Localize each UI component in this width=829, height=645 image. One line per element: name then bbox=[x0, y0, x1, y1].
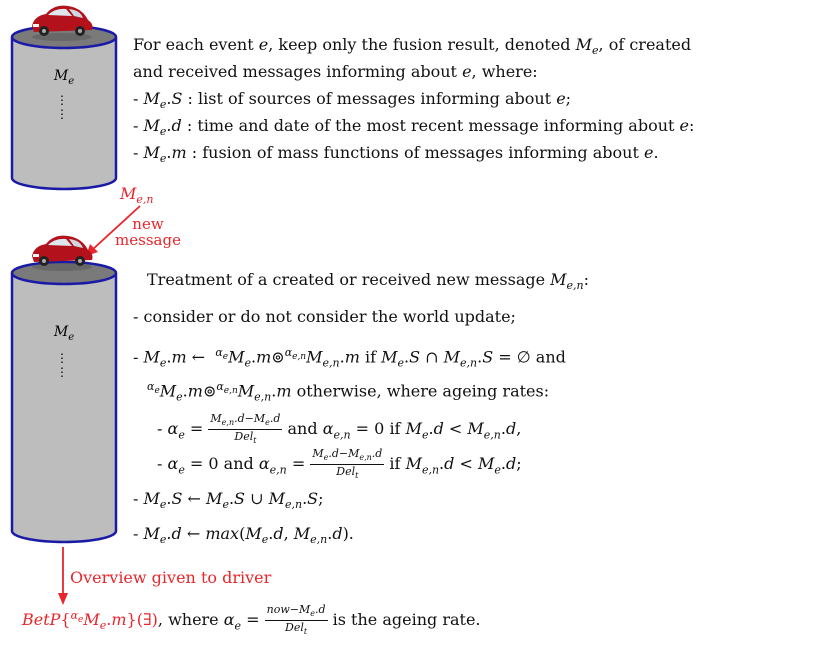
svg-text:⋮: ⋮ bbox=[56, 351, 68, 365]
block2-title: Treatment of a created or received new m… bbox=[147, 270, 590, 293]
block2-item-4: - αe = Me,n.d−Me.d Delt and αe,n = 0 if … bbox=[157, 412, 522, 446]
output-formula: BetP{αeMe.m}(∃), where αe = now−Me.d Del… bbox=[22, 603, 481, 637]
block2-item-7: - Me.d ← max(Me.d, Me,n.d). bbox=[133, 524, 354, 547]
block1-line-2: and received messages informing about e,… bbox=[133, 62, 538, 81]
block2-item-1: - consider or do not consider the world … bbox=[133, 307, 516, 326]
block2-item-3: αeMe.m⊚αe,nMe,n.m otherwise, where agein… bbox=[147, 380, 550, 404]
block1-line-3: - Me.S : list of sources of messages inf… bbox=[133, 89, 572, 112]
output-arrow-label: Overview given to driver bbox=[70, 568, 272, 587]
block2-item-6: - Me.S ← Me.S ∪ Me,n.S; bbox=[133, 489, 324, 512]
block1-line-1: For each event e, keep only the fusion r… bbox=[133, 35, 692, 58]
vertical-dots: ⋮ bbox=[56, 93, 68, 107]
block2-item-5: - αe = 0 and αe,n = Me.d−Me,n.d Delt if … bbox=[157, 447, 522, 481]
svg-text:⋮: ⋮ bbox=[56, 365, 68, 379]
block1-line-5: - Me.m : fusion of mass functions of mes… bbox=[133, 143, 659, 166]
incoming-message-label: Me,n bbox=[120, 184, 154, 207]
database-cylinder-2: Me ⋮ ⋮ bbox=[10, 260, 118, 544]
new-message-label: new message bbox=[115, 215, 181, 249]
block1-line-4: - Me.d : time and date of the most recen… bbox=[133, 116, 695, 139]
output-arrow bbox=[58, 547, 68, 605]
svg-text:⋮: ⋮ bbox=[56, 107, 68, 121]
car-icon bbox=[32, 235, 93, 271]
car-icon bbox=[32, 5, 93, 41]
block2-item-2: - Me.m ← αeMe.m⊚αe,nMe,n.m if Me.S ∩ Me,… bbox=[133, 346, 566, 370]
